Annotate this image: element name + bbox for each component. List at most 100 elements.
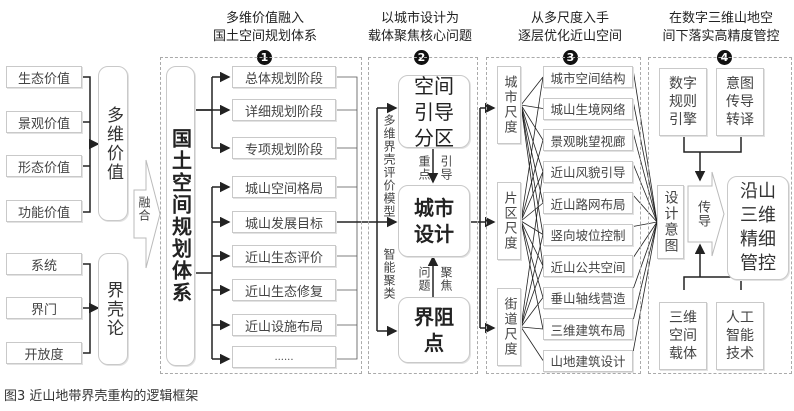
shell-bracket bbox=[82, 263, 100, 354]
optimization-item: 三维建筑布局 bbox=[543, 318, 633, 340]
optimization-item-label: 城市空间结构 bbox=[550, 70, 626, 86]
section1-heading-line2: 国土空间规划体系 bbox=[212, 29, 317, 44]
scale-item-link bbox=[520, 220, 544, 330]
shell-label: 开放度 bbox=[24, 347, 64, 363]
scale-item-link bbox=[520, 76, 544, 106]
urban-design-label: 城市设计 bbox=[414, 196, 454, 246]
intent-translation-label: 意图传导转译 bbox=[726, 76, 754, 128]
item-intent-link bbox=[632, 221, 658, 322]
scale-item-link bbox=[520, 265, 544, 328]
section2-heading-line1: 以城市设计为 bbox=[380, 11, 459, 26]
spatial-planning-label: 国土空间规划体系 bbox=[168, 128, 193, 304]
scale-item-link bbox=[520, 220, 544, 298]
section1-panel bbox=[160, 57, 362, 374]
item-ecological-restoration: 近山生态修复 bbox=[232, 279, 336, 301]
ai-technology-label: 人工智能技术 bbox=[726, 310, 754, 362]
spatial-planning-system: 国土空间规划体系 bbox=[166, 66, 195, 366]
section1-heading: 多维价值融入 国土空间规划体系 bbox=[200, 10, 330, 46]
section2-to-section3 bbox=[470, 102, 496, 334]
item-development-goal: 城山发展目标 bbox=[232, 211, 336, 233]
fine-control-label: 沿山三维精细管控 bbox=[740, 181, 776, 274]
optimization-item-label: 三维建筑布局 bbox=[550, 322, 626, 338]
scale-city: 城市尺度 bbox=[497, 66, 521, 144]
scale-item-link bbox=[520, 171, 544, 328]
figure-caption: 图3 近山地带界壳重构的逻辑框架 bbox=[4, 389, 199, 404]
stage-label: 详细规划阶段 bbox=[244, 104, 323, 120]
urban-design: 城市设计 bbox=[398, 185, 470, 257]
value-function: 功能价值 bbox=[6, 200, 82, 222]
item-more: ...... bbox=[232, 346, 336, 368]
values-bracket bbox=[82, 76, 100, 213]
shell-gate: 界门 bbox=[6, 297, 82, 319]
item-label: 近山生态评价 bbox=[244, 250, 323, 266]
scale-item-link bbox=[520, 104, 544, 267]
section2-panel bbox=[368, 57, 478, 374]
scale-item-link bbox=[520, 171, 544, 222]
design-intent: 设计意图 bbox=[657, 185, 684, 259]
transmit-label: 传导 bbox=[695, 200, 710, 228]
scale-item-link bbox=[520, 139, 544, 222]
section3-panel bbox=[486, 57, 641, 374]
optimization-item: 近山风貌引导 bbox=[543, 160, 633, 183]
spatial-guidance-label: 空间引导分区 bbox=[414, 73, 454, 150]
intent-translation: 意图传导转译 bbox=[716, 68, 764, 136]
spatial-guidance-zone: 空间引导分区 bbox=[398, 73, 470, 150]
digital-rule-engine-label: 数字规则引擎 bbox=[669, 76, 697, 128]
item-label: 近山生态修复 bbox=[244, 284, 323, 300]
scale-item-link bbox=[520, 234, 544, 328]
transmit-arrow-shape bbox=[687, 171, 725, 257]
shell-label: 界门 bbox=[30, 302, 57, 318]
barrier-point: 界阻点 bbox=[398, 297, 470, 363]
value-label: 功能价值 bbox=[17, 205, 70, 221]
item-label: 近山设施布局 bbox=[244, 319, 323, 335]
item-label: ...... bbox=[274, 351, 294, 363]
3d-space-carrier: 三维空间载体 bbox=[659, 302, 707, 370]
section2-branch bbox=[376, 102, 439, 337]
optimization-item: 城市空间结构 bbox=[543, 66, 633, 88]
design-intent-label: 设计意图 bbox=[662, 190, 679, 254]
concentrate-label: 聚焦 bbox=[439, 266, 453, 292]
item-label: 城山发展目标 bbox=[244, 216, 323, 232]
barrier-point-label: 界阻点 bbox=[414, 305, 454, 355]
optimization-item-label: 山地建筑设计 bbox=[550, 354, 626, 369]
shell-label: 系统 bbox=[30, 258, 57, 274]
merge-arrow-shape bbox=[133, 159, 161, 269]
scale-district: 片区尺度 bbox=[497, 182, 521, 260]
section1-heading-line1: 多维价值融入 bbox=[225, 11, 304, 26]
ai-technology: 人工智能技术 bbox=[716, 302, 764, 370]
merge-label: 融合 bbox=[137, 196, 151, 222]
optimization-item: 近山公共空间 bbox=[543, 255, 633, 277]
scale-item-link bbox=[520, 104, 544, 235]
scale-item-link bbox=[520, 220, 544, 267]
item-intent-link bbox=[632, 221, 658, 353]
item-intent-link bbox=[632, 194, 658, 223]
shell-theory-group: 界壳论 bbox=[98, 253, 128, 365]
item-intent-link bbox=[632, 221, 658, 227]
section1-collector bbox=[336, 76, 358, 360]
optimization-item-label: 近山路网布局 bbox=[550, 196, 626, 212]
optimization-item: 竖向坡位控制 bbox=[543, 223, 633, 246]
shell-theory-label: 界壳论 bbox=[103, 280, 123, 338]
optimization-item-label: 景观眺望视廊 bbox=[550, 133, 626, 149]
multi-value-label: 多维价值 bbox=[103, 105, 123, 182]
shell-openness: 开放度 bbox=[6, 342, 82, 364]
optimization-item: 近山路网布局 bbox=[543, 192, 633, 214]
section3-heading-line2: 逐层优化近山空间 bbox=[517, 29, 622, 44]
section2-heading: 以城市设计为 载体聚焦核心问题 bbox=[360, 10, 480, 46]
scale-label: 城市尺度 bbox=[501, 75, 517, 135]
shell-system: 系统 bbox=[6, 253, 82, 275]
scale-item-link bbox=[520, 104, 544, 141]
optimization-item-label: 城山生境网络 bbox=[550, 102, 626, 117]
problem-label: 问题 bbox=[417, 266, 431, 292]
item-intent-link bbox=[632, 131, 658, 223]
section4-heading: 在数字三维山地空 间下落实高精度管控 bbox=[648, 10, 794, 46]
stage-special: 专项规划阶段 bbox=[232, 137, 336, 159]
section4-links bbox=[683, 135, 742, 290]
scale-item-link bbox=[520, 76, 544, 222]
optimization-item: 山地建筑设计 bbox=[543, 349, 633, 372]
guide-label: 引导 bbox=[439, 155, 453, 181]
section3-heading-line1: 从多尺度入手 bbox=[530, 11, 609, 26]
digital-rule-engine: 数字规则引擎 bbox=[659, 68, 707, 136]
section4-heading-line1: 在数字三维山地空 bbox=[668, 11, 773, 26]
